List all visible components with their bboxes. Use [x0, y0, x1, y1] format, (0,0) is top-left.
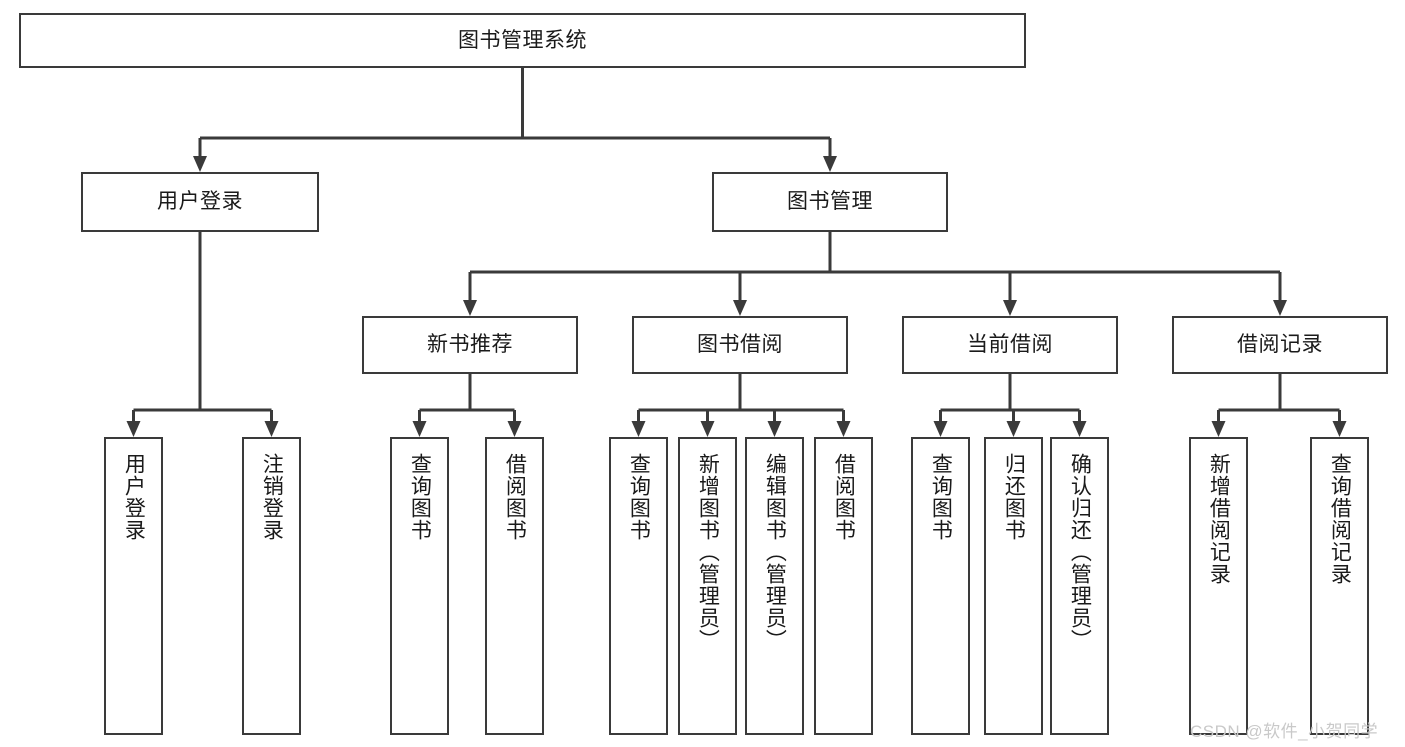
node-label: 用户登录 [157, 190, 243, 214]
node-label: 新增图书（管理员） [696, 453, 720, 651]
node-label: 查询图书 [408, 453, 432, 541]
node-label: 图书借阅 [697, 333, 783, 357]
node-l1a[interactable]: 用户登录 [81, 172, 319, 232]
node-label: 归还图书 [1002, 453, 1026, 541]
node-l2a[interactable]: 新书推荐 [362, 316, 578, 374]
node-leaf-12[interactable]: 新增借阅记录 [1189, 437, 1248, 735]
node-label: 新书推荐 [427, 333, 513, 357]
node-l2b[interactable]: 图书借阅 [632, 316, 848, 374]
node-leaf-3[interactable]: 查询图书 [390, 437, 449, 735]
node-leaf-13[interactable]: 查询借阅记录 [1310, 437, 1369, 735]
node-leaf-8[interactable]: 借阅图书 [814, 437, 873, 735]
csdn-watermark: CSDN @软件_小贺同学 [1190, 722, 1379, 741]
node-label: 借阅记录 [1237, 333, 1323, 357]
node-root[interactable]: 图书管理系统 [19, 13, 1026, 68]
node-label: 注销登录 [260, 453, 284, 541]
node-label: 当前借阅 [967, 333, 1053, 357]
node-leaf-5[interactable]: 查询图书 [609, 437, 668, 735]
node-l1b[interactable]: 图书管理 [712, 172, 948, 232]
node-leaf-4[interactable]: 借阅图书 [485, 437, 544, 735]
node-label: 借阅图书 [503, 453, 527, 541]
node-l2d[interactable]: 借阅记录 [1172, 316, 1388, 374]
node-label: 图书管理系统 [458, 28, 587, 52]
node-l2c[interactable]: 当前借阅 [902, 316, 1118, 374]
node-leaf-1[interactable]: 用户登录 [104, 437, 163, 735]
node-label: 确认归还（管理员） [1068, 453, 1092, 651]
node-leaf-9[interactable]: 查询图书 [911, 437, 970, 735]
node-leaf-2[interactable]: 注销登录 [242, 437, 301, 735]
node-label: 查询图书 [929, 453, 953, 541]
node-label: 查询图书 [627, 453, 651, 541]
node-label: 查询借阅记录 [1328, 453, 1352, 585]
node-leaf-7[interactable]: 编辑图书（管理员） [745, 437, 804, 735]
node-label: 新增借阅记录 [1207, 453, 1231, 585]
node-leaf-11[interactable]: 确认归还（管理员） [1050, 437, 1109, 735]
node-label: 图书管理 [787, 190, 873, 214]
node-label: 编辑图书（管理员） [763, 453, 787, 651]
node-label: 借阅图书 [832, 453, 856, 541]
node-leaf-10[interactable]: 归还图书 [984, 437, 1043, 735]
node-label: 用户登录 [122, 453, 146, 541]
node-leaf-6[interactable]: 新增图书（管理员） [678, 437, 737, 735]
